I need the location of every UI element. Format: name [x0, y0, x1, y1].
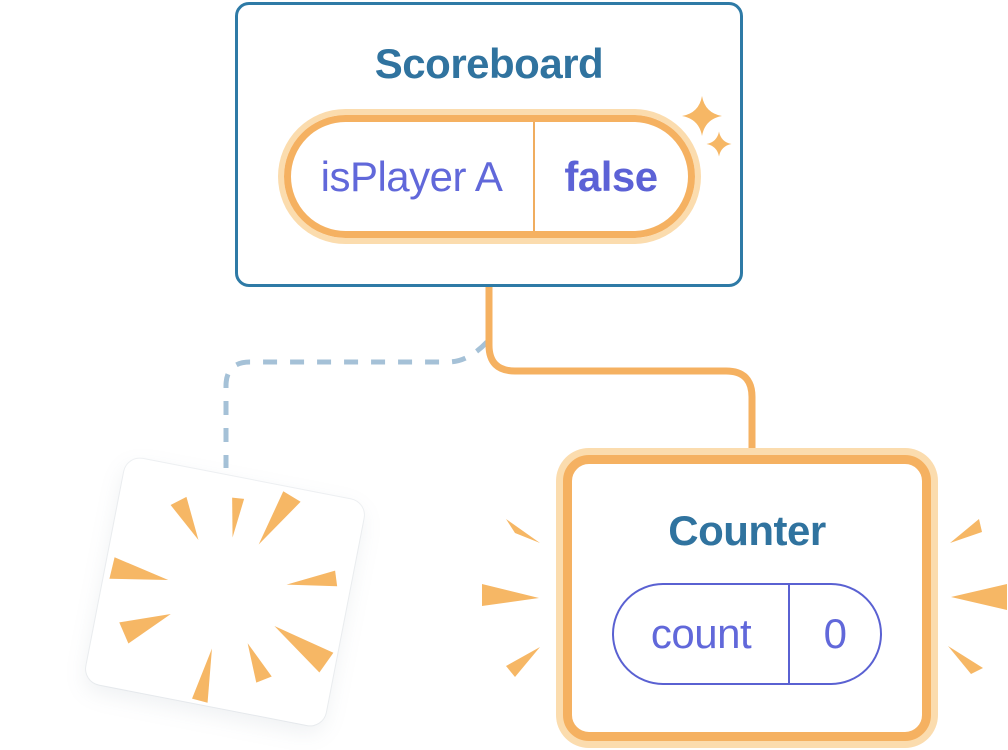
scoreboard-title: Scoreboard	[374, 40, 604, 87]
count-value-label: 0	[823, 610, 847, 657]
state-value-label: false	[564, 152, 658, 200]
burst-icon	[109, 491, 338, 703]
scoreboard-state-pill: isPlayer A false	[283, 115, 695, 238]
dashed-connector-line	[223, 340, 489, 468]
counter-card: Counter count 0	[563, 455, 931, 741]
state-name-label: isPlayer A	[320, 152, 503, 200]
count-name-label: count	[650, 610, 752, 657]
counter-title: Counter	[668, 507, 826, 554]
sparkle-icon	[682, 96, 732, 157]
emphasis-rays-right-icon	[948, 519, 1007, 674]
emphasis-rays-left-icon	[482, 519, 540, 677]
scoreboard-card: Scoreboard isPlayer A false	[235, 2, 743, 287]
solid-connector-line	[485, 277, 756, 464]
destroyed-card	[83, 455, 367, 729]
pill-divider	[532, 122, 535, 231]
pill-divider	[788, 585, 790, 683]
counter-state-pill: count 0	[612, 583, 882, 685]
